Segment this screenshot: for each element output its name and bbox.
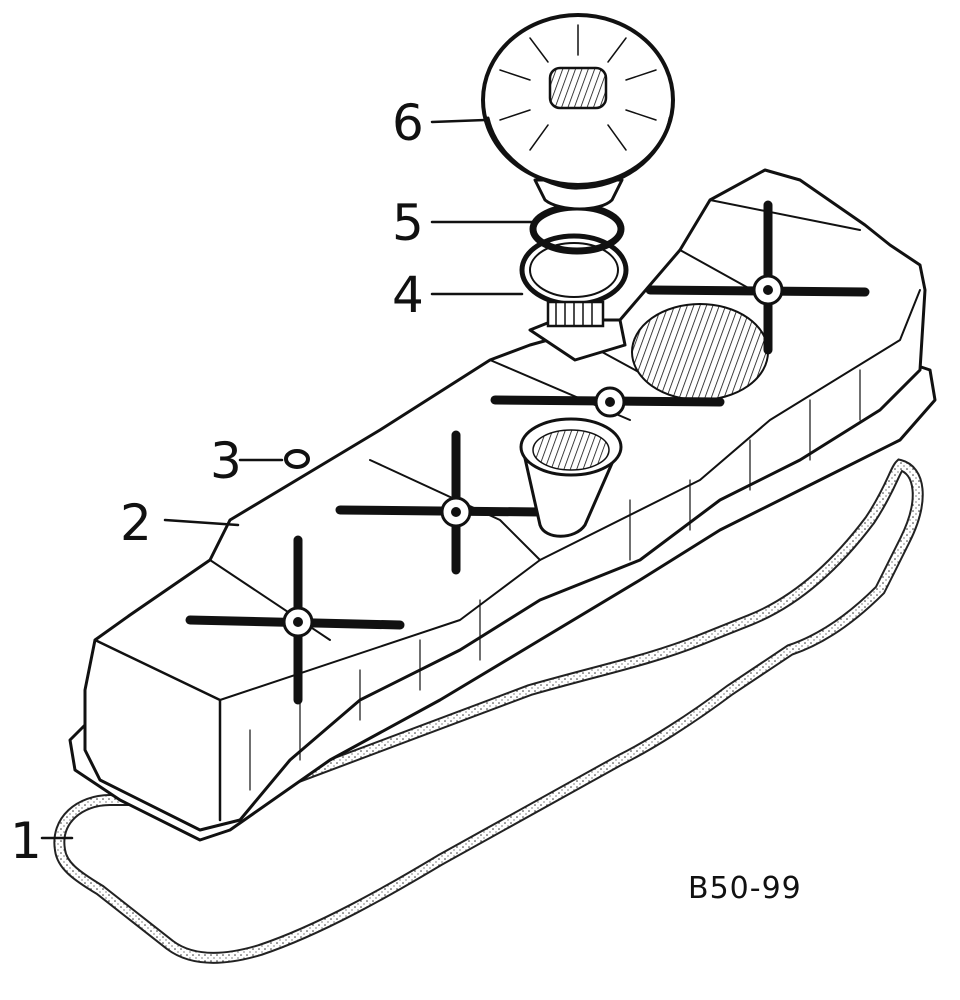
figure-code: B50-99	[688, 871, 802, 906]
filler-cap-drawing	[481, 13, 675, 211]
bolt-boss-3	[490, 386, 725, 418]
breather-cup	[519, 417, 623, 538]
bolt-boss-2	[335, 430, 545, 575]
leader-lines	[40, 118, 534, 840]
hose-clip-drawing	[519, 233, 629, 328]
bolt-boss-4	[645, 200, 870, 355]
washer-drawing	[284, 449, 310, 469]
callout-2: 2	[120, 494, 152, 552]
callout-5: 5	[392, 194, 424, 252]
callout-3: 3	[210, 432, 242, 490]
callout-6: 6	[392, 94, 424, 152]
callout-1: 1	[10, 812, 42, 870]
rocker-cover-drawing	[68, 168, 937, 842]
bolt-boss-1	[185, 535, 405, 705]
callout-4: 4	[392, 266, 424, 324]
o-ring-drawing	[529, 203, 625, 255]
